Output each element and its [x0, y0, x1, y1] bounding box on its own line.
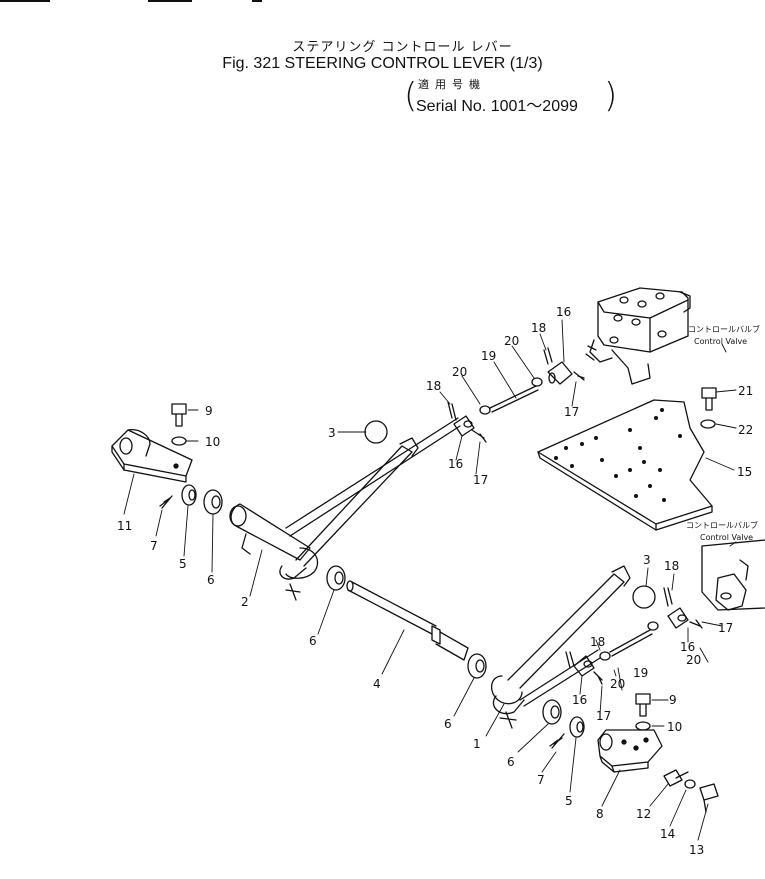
control-valve-lower: [701, 539, 765, 611]
callout-13: 13: [689, 843, 704, 857]
bolt-9-upper: [171, 403, 187, 427]
callout-5-lower: 5: [565, 794, 573, 808]
figure-title: Fig. 321 STEERING CONTROL LEVER (1/3): [222, 55, 543, 72]
callout-21: 21: [738, 384, 753, 398]
bushing-5-lower: [569, 716, 585, 738]
callout-3-upper: 3: [328, 426, 336, 440]
callout-6-d: 6: [507, 755, 515, 769]
callout-20-a: 20: [452, 365, 467, 379]
callout-6-a: 6: [207, 573, 215, 587]
bushing-5-upper: [181, 484, 197, 506]
mounting-plate: [537, 399, 713, 531]
title-japanese: ステアリング コントロール レバー: [292, 40, 513, 55]
pin-7-lower: [549, 733, 565, 749]
callout-7-lower: 7: [537, 773, 545, 787]
top-rule-tick: [252, 0, 262, 2]
control-valve-upper: [585, 287, 691, 385]
callout-18-a: 18: [426, 379, 441, 393]
serial-label-japanese: 適用号機: [418, 78, 486, 91]
lever-1: [491, 565, 631, 729]
right-paren: ): [604, 76, 618, 116]
callout-16-c: 16: [572, 693, 587, 707]
bushing-6-lower-a: [467, 653, 487, 679]
callout-18-d: 18: [664, 559, 679, 573]
bracket-8: [597, 729, 663, 773]
callout-19-a: 19: [481, 349, 496, 363]
bolt-9-lower: [635, 693, 651, 717]
callout-9-upper: 9: [205, 404, 213, 418]
shaft-4: [346, 580, 469, 661]
washer-22: [700, 419, 716, 429]
bolt-21: [701, 387, 717, 411]
knob-3-lower: [632, 585, 656, 609]
callout-11: 11: [117, 519, 132, 533]
callout-16-a: 16: [448, 457, 463, 471]
callout-12: 12: [636, 807, 651, 821]
callout-9-lower: 9: [669, 693, 677, 707]
valve-label-jp-upper: コントロールバルブ: [688, 324, 760, 334]
linkage-upper-a: [447, 347, 585, 443]
callout-14: 14: [660, 827, 675, 841]
bushing-6-upper-a: [203, 489, 223, 515]
callout-17-d: 17: [718, 621, 733, 635]
callout-7-upper: 7: [150, 539, 158, 553]
callout-15: 15: [737, 465, 752, 479]
leader-lines: [123, 319, 737, 841]
bolt-12: [663, 769, 689, 787]
callout-2: 2: [241, 595, 249, 609]
bracket-11: [111, 429, 193, 483]
callout-16-d: 16: [680, 640, 695, 654]
washer-10-upper: [171, 436, 187, 446]
bolt-13: [699, 783, 719, 813]
callout-20-c: 20: [610, 677, 625, 691]
knob-3-upper: [364, 420, 388, 444]
callout-18-b: 18: [531, 321, 546, 335]
pin-7-upper: [159, 495, 173, 509]
washer-14: [684, 779, 696, 789]
left-paren: (: [404, 76, 418, 116]
callout-6-c: 6: [444, 717, 452, 731]
bushing-6-upper-b: [326, 565, 346, 591]
callout-22: 22: [738, 423, 753, 437]
linkage-lower-a: [565, 587, 703, 685]
valve-label-jp-lower: コントロールバルブ: [686, 520, 758, 530]
bushing-6-lower-b: [542, 699, 562, 725]
valve-label-en-lower: Control Valve: [700, 533, 753, 542]
callout-17-c: 17: [596, 709, 611, 723]
callout-10-lower: 10: [667, 720, 682, 734]
callout-18-c: 18: [590, 635, 605, 649]
callout-17-a: 17: [473, 473, 488, 487]
valve-label-en-upper: Control Valve: [694, 337, 747, 346]
callout-5-upper: 5: [179, 557, 187, 571]
callout-6-b: 6: [309, 634, 317, 648]
callout-3-lower: 3: [643, 553, 651, 567]
callout-20-d: 20: [686, 653, 701, 667]
callout-10-upper: 10: [205, 435, 220, 449]
serial-range: Serial No. 1001～2099: [416, 98, 578, 115]
callout-20-b: 20: [504, 334, 519, 348]
callout-17-b: 17: [564, 405, 579, 419]
top-rule-mid: [148, 0, 192, 2]
lever-2: [229, 417, 461, 601]
callout-1: 1: [473, 737, 481, 751]
top-rule-left: [0, 0, 50, 2]
washer-10-lower: [635, 721, 651, 731]
callout-19-b: 19: [633, 666, 648, 680]
callout-8: 8: [596, 807, 604, 821]
callout-16-b: 16: [556, 305, 571, 319]
callout-4: 4: [373, 677, 381, 691]
